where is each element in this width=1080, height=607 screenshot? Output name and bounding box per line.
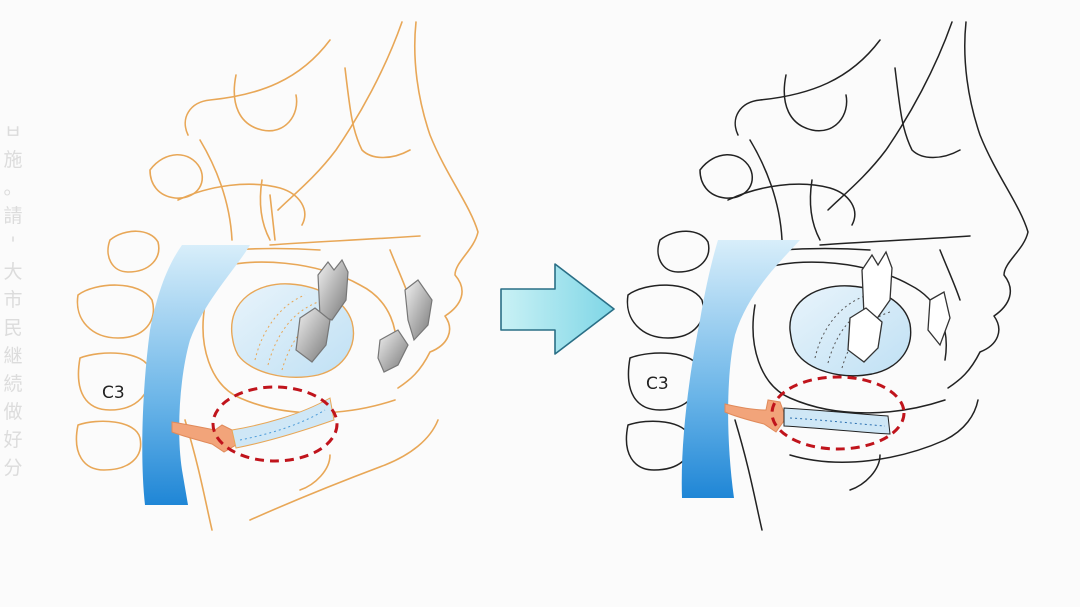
after-tongue-muscles <box>814 295 891 369</box>
before-geniohyoid <box>231 397 335 449</box>
before-highlight-ellipse <box>211 385 339 463</box>
after-highlight-ellipse <box>770 375 906 451</box>
before-airway <box>142 245 250 505</box>
transition-arrow <box>500 263 615 355</box>
after-vertebra-label: C3 <box>646 374 669 394</box>
after-diagram: C3 <box>625 21 1029 531</box>
before-hyoid <box>171 421 237 453</box>
before-vertebra-label: C3 <box>102 383 125 403</box>
after-airway <box>681 240 800 498</box>
after-geniohyoid <box>783 407 891 435</box>
after-teeth <box>847 250 951 363</box>
side-watermark-text: ㅂ 施 。 請 ' 大 市 民 継 続 做 好 分 <box>3 121 23 479</box>
after-hyoid <box>724 399 787 433</box>
before-teeth <box>295 258 433 373</box>
before-outline <box>75 21 479 531</box>
before-diagram: C3 <box>75 21 479 531</box>
